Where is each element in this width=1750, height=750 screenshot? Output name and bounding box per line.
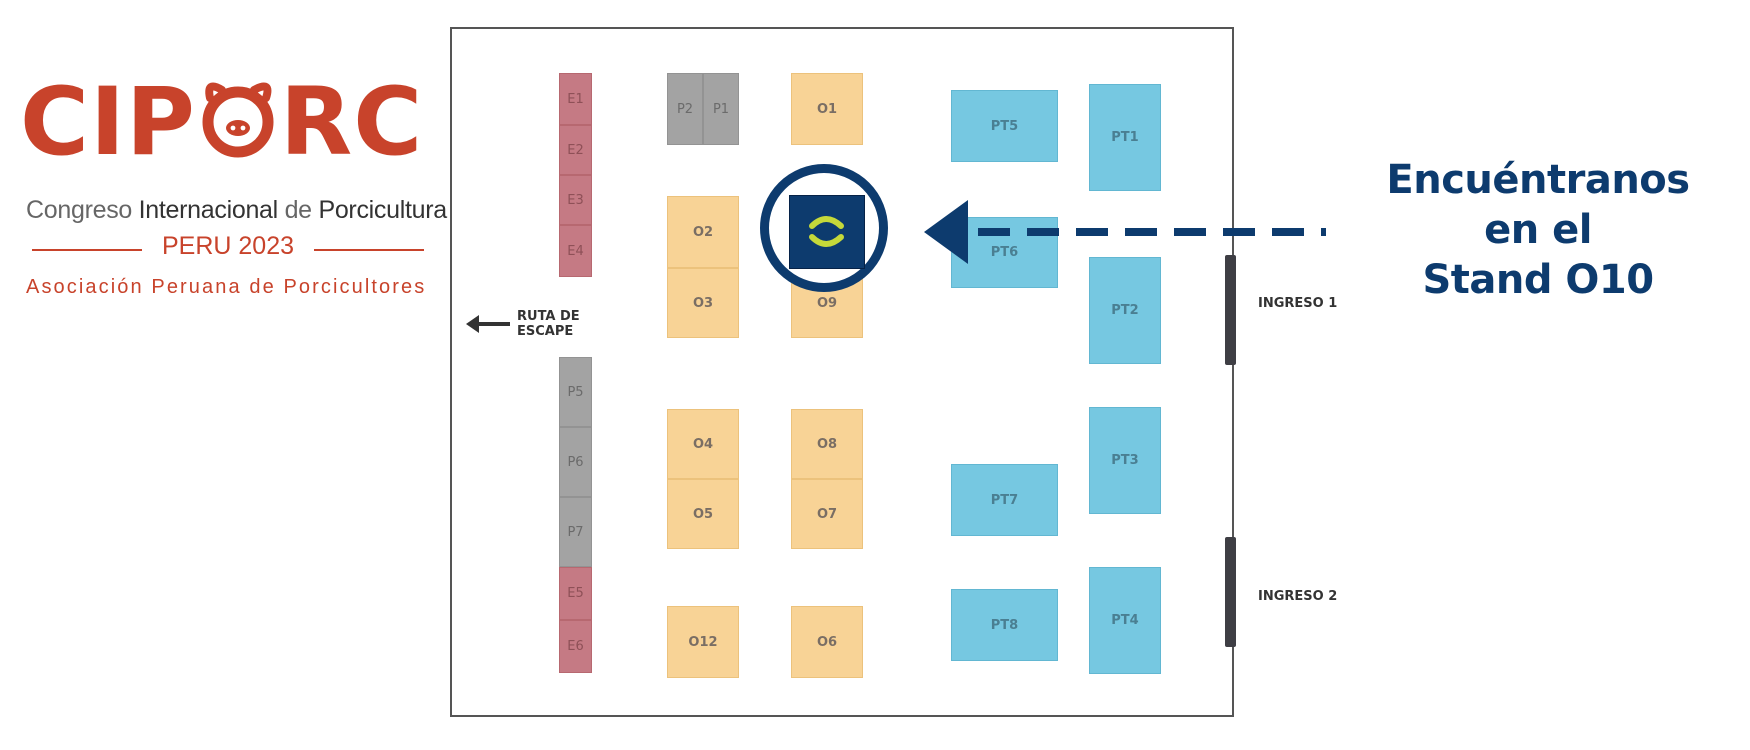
stand-label: P6 (567, 454, 584, 470)
arrow-left-icon (466, 315, 510, 333)
stand-p5[interactable]: P5 (559, 357, 592, 427)
logo-association: Asociación Peruana de Porcicultores (26, 276, 427, 298)
stand-pt3[interactable]: PT3 (1089, 407, 1161, 514)
stand-o2[interactable]: O2 (667, 196, 739, 268)
stand-o5[interactable]: O5 (667, 479, 739, 549)
stand-label: P5 (567, 384, 584, 400)
escape-route-line: ESCAPE (517, 324, 574, 339)
logo-edition: PERU 2023 (161, 232, 295, 260)
logo-subtitle-part: de (284, 196, 313, 224)
stand-o4[interactable]: O4 (667, 409, 739, 479)
stand-p6[interactable]: P6 (559, 427, 592, 497)
stand-e1[interactable]: E1 (559, 73, 592, 125)
stand-label: O3 (692, 295, 714, 311)
stand-e2[interactable]: E2 (559, 125, 592, 175)
stand-label: PT8 (990, 617, 1019, 633)
stand-o7[interactable]: O7 (791, 479, 863, 549)
stand-label: E1 (567, 91, 584, 107)
stand-p2[interactable]: P2 (667, 73, 703, 145)
escape-route-label: RUTA DE ESCAPE (517, 309, 580, 339)
event-logo: CIP RC Congreso Internacional de Porcicu… (20, 68, 447, 308)
stand-o12[interactable]: O12 (667, 606, 739, 678)
stand-label: P2 (676, 101, 694, 117)
stand-label: E4 (567, 243, 584, 259)
stand-label: P7 (567, 524, 584, 540)
stand-pt4[interactable]: PT4 (1089, 567, 1161, 674)
stand-o1[interactable]: O1 (791, 73, 863, 145)
stand-label: O12 (688, 634, 718, 650)
logo-subtitle-part: Porcicultura (318, 196, 447, 224)
logo-divider (314, 249, 424, 251)
entrance-1-door (1225, 255, 1236, 365)
stand-label: O1 (816, 101, 838, 117)
escape-route-line: RUTA DE (517, 309, 580, 324)
stand-pt5[interactable]: PT5 (951, 90, 1058, 162)
stand-o8[interactable]: O8 (791, 409, 863, 479)
brand-logo-icon (809, 216, 844, 247)
stand-label: P1 (712, 101, 730, 117)
callout-line-3: Stand O10 (1422, 257, 1654, 303)
stand-label: O7 (816, 506, 838, 522)
logo-subtitle-part: Internacional (138, 196, 279, 224)
callout-line-2: en el (1484, 207, 1592, 253)
stand-p1[interactable]: P1 (703, 73, 739, 145)
stand-label: PT3 (1111, 453, 1139, 468)
stand-label: E6 (567, 639, 584, 654)
dashed-arrow-left-icon (924, 200, 1326, 264)
stand-label: PT1 (1111, 130, 1139, 145)
entrance-2-door (1225, 537, 1236, 647)
stand-label: PT4 (1111, 613, 1139, 628)
stand-pt2[interactable]: PT2 (1089, 257, 1161, 364)
stand-o6[interactable]: O6 (791, 606, 863, 678)
stand-label: O9 (816, 295, 838, 311)
stand-e4[interactable]: E4 (559, 225, 592, 277)
stand-pt7[interactable]: PT7 (951, 464, 1058, 536)
pig-face-icon (202, 82, 274, 158)
logo-subtitle: Congreso Internacional de Porcicultura (26, 196, 447, 225)
stand-e6[interactable]: E6 (559, 620, 592, 673)
stand-label: E2 (567, 142, 584, 158)
stand-e5[interactable]: E5 (559, 567, 592, 620)
stand-label: E3 (567, 192, 584, 208)
stand-e3[interactable]: E3 (559, 175, 592, 225)
stand-label: PT2 (1111, 303, 1139, 318)
stand-label: PT5 (990, 118, 1019, 134)
callout-line-1: Encuéntranos (1386, 157, 1690, 203)
stand-pt1[interactable]: PT1 (1089, 84, 1161, 191)
stand-label: O4 (692, 436, 714, 452)
logo-subtitle-part: Congreso (26, 196, 132, 224)
stand-label: E5 (567, 586, 584, 601)
floor-plan: E1 E2 E3 E4 P5 P6 P7 E5 E6 P2 P1 O2 O3 O… (450, 27, 1236, 717)
entrance-1-label: INGRESO 1 (1258, 296, 1338, 311)
stand-o3[interactable]: O3 (667, 268, 739, 338)
entrance-2-label: INGRESO 2 (1258, 589, 1338, 604)
stand-p7[interactable]: P7 (559, 497, 592, 567)
logo-word-right: RC (279, 68, 424, 177)
logo-wordmark: CIP RC (20, 68, 423, 178)
logo-divider (32, 249, 142, 251)
stand-label: PT7 (990, 492, 1019, 508)
stand-label: O5 (692, 506, 714, 522)
logo-edition-row: PERU 2023 (26, 232, 430, 266)
stand-label: O8 (816, 436, 838, 452)
stand-label: O6 (816, 634, 838, 650)
stand-label: O2 (692, 224, 714, 240)
stand-o10[interactable] (789, 195, 865, 269)
logo-word-left: CIP (20, 68, 196, 177)
stand-pt8[interactable]: PT8 (951, 589, 1058, 661)
